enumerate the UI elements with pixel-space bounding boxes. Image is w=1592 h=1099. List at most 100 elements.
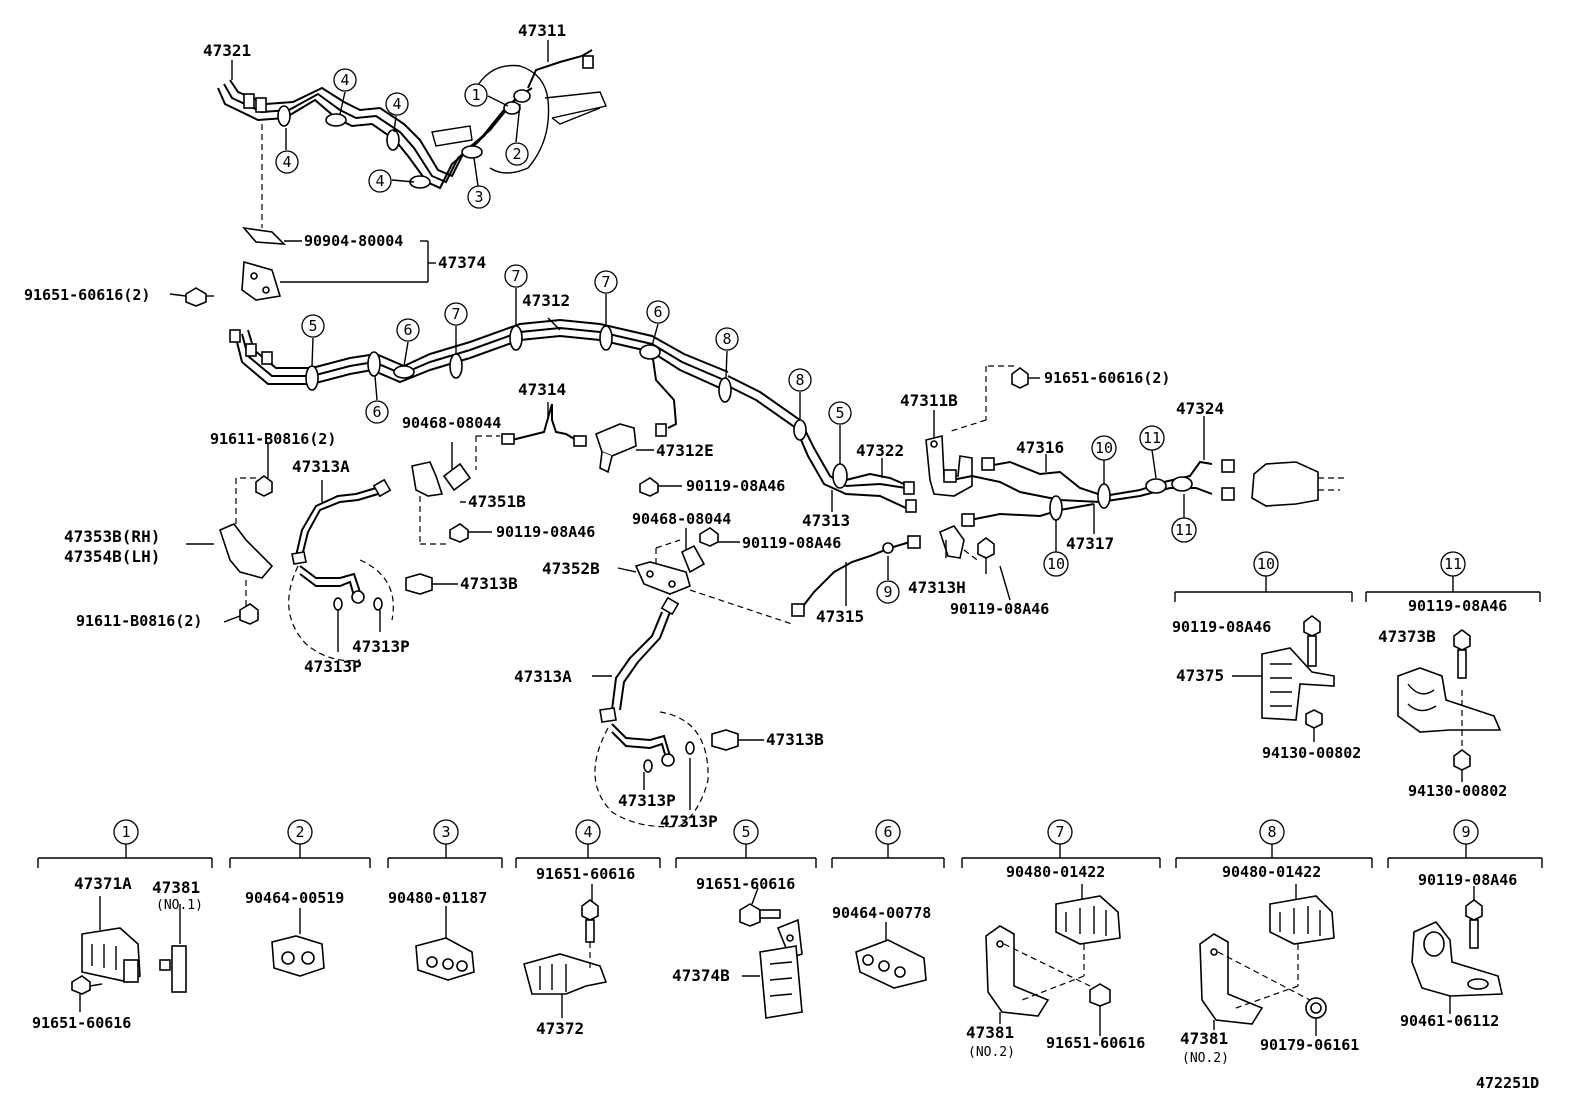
svg-text:4: 4 [583,823,592,841]
label-47313P: 47313P [618,791,676,810]
callout-8: 8 [715,327,739,351]
label-47371A: 47371A [74,874,132,893]
label-47381: 47381 [152,878,200,897]
callout-1: 1 [113,819,139,845]
label-47313H: 47313H [908,578,966,597]
washer-icon [643,759,653,773]
tube-clamp-icon [393,365,415,379]
label-47373B: 47373B [1378,627,1436,646]
clamp-47372-icon [523,953,608,995]
label-90904-80004: 90904-80004 [304,232,403,250]
label-47352B: 47352B [542,559,600,578]
clamp-90480-01187-icon [415,937,475,981]
label-no2: (NO.2) [968,1045,1015,1060]
label-47317: 47317 [1066,534,1114,553]
callout-8: 8 [788,368,812,392]
svg-text:6: 6 [403,321,412,339]
left-hose-assembly [186,444,458,662]
tube-fitting-icon [582,55,594,69]
label-47311B: 47311B [900,391,958,410]
callout-6: 6 [396,318,420,342]
tube-fitting-icon [907,535,921,549]
label-91611-b0816-2: 91611-B0816(2) [210,430,336,448]
bracket-47381-no2-icon [985,925,1050,1017]
callout-11: 11 [1139,425,1165,451]
svg-text:11: 11 [1444,555,1462,573]
callout-1: 1 [464,83,488,107]
callout-5: 5 [828,401,852,425]
label-47372: 47372 [536,1019,584,1038]
bolt-icon [1307,635,1317,667]
tube-clamp-icon [832,463,848,489]
bolt-icon [759,909,781,919]
tube-clamp-icon [449,353,463,379]
tube-fitting-icon [1221,487,1235,501]
svg-text:4: 4 [392,95,401,113]
detail-group-6: 6 [831,819,945,989]
callout-6: 6 [646,300,670,324]
callout-4: 4 [368,169,392,193]
svg-text:6: 6 [372,403,381,421]
rear-tube-assembly [791,365,1345,617]
label-47354B-lh: 47354B(LH) [64,547,160,566]
tube-fitting-icon [961,513,975,527]
tube-clamp-icon [793,419,807,441]
label-90464-00778: 90464-00778 [832,904,931,922]
tube-clamp-icon [1049,495,1063,521]
label-90179-06161: 90179-06161 [1260,1036,1359,1054]
tube-fitting-icon [905,499,917,513]
callout-3: 3 [467,185,491,209]
tube-fitting-icon [573,435,587,447]
svg-text:9: 9 [883,583,892,601]
clamp-47374b-icon [759,945,803,1019]
label-47316: 47316 [1016,438,1064,457]
svg-text:3: 3 [441,823,450,841]
label-47324: 47324 [1176,399,1224,418]
callout-7: 7 [504,264,528,288]
tube-clamp-icon [599,325,613,351]
clamp-90464-00778-icon [855,939,927,989]
label-90468-08044: 90468-08044 [632,510,731,528]
callout-4: 4 [385,92,409,116]
tube-clamp-icon [386,129,400,151]
label-47313: 47313 [802,511,850,530]
svg-text:2: 2 [512,145,521,163]
tube-clamp-icon [513,89,531,103]
label-90119-08A46: 90119-08A46 [742,534,841,552]
tube-clamp-icon [1145,478,1167,494]
label-91651-60616: 91651-60616 [1046,1034,1145,1052]
label-47351B: 47351B [468,492,526,511]
svg-text:10: 10 [1095,439,1113,457]
callout-3: 3 [433,819,459,845]
label-90119-08A46: 90119-08A46 [950,600,1049,618]
callout-10: 10 [1091,435,1117,461]
svg-text:8: 8 [722,330,731,348]
bolt-icon [1469,919,1479,949]
callout-8: 8 [1259,819,1285,845]
brake-booster-outline [474,64,550,174]
tube-fitting-icon [501,433,515,445]
bracket-47381-icon [171,945,187,993]
tube-clamp-icon [718,377,732,403]
callout-10: 10 [1043,551,1069,577]
svg-text:8: 8 [1267,823,1276,841]
detail-group-11: 11 [1365,551,1541,782]
tube-fitting-icon [655,423,667,437]
tube-clamp-icon [503,101,521,115]
svg-text:10: 10 [1257,555,1275,573]
label-47313P: 47313P [304,657,362,676]
label-47311: 47311 [518,21,566,40]
label-47322: 47322 [856,441,904,460]
clamp-47375-icon [1261,647,1335,721]
bracket-47374 [169,226,436,307]
callout-4: 4 [333,68,357,92]
bracket-47381-no2-icon [1199,933,1264,1025]
svg-text:1: 1 [121,823,130,841]
tube-fitting-icon [660,596,680,616]
label-47375: 47375 [1176,666,1224,685]
svg-text:8: 8 [795,371,804,389]
callout-2: 2 [287,819,313,845]
detail-group-4: 4 [515,819,661,1018]
washer-icon [373,597,383,611]
